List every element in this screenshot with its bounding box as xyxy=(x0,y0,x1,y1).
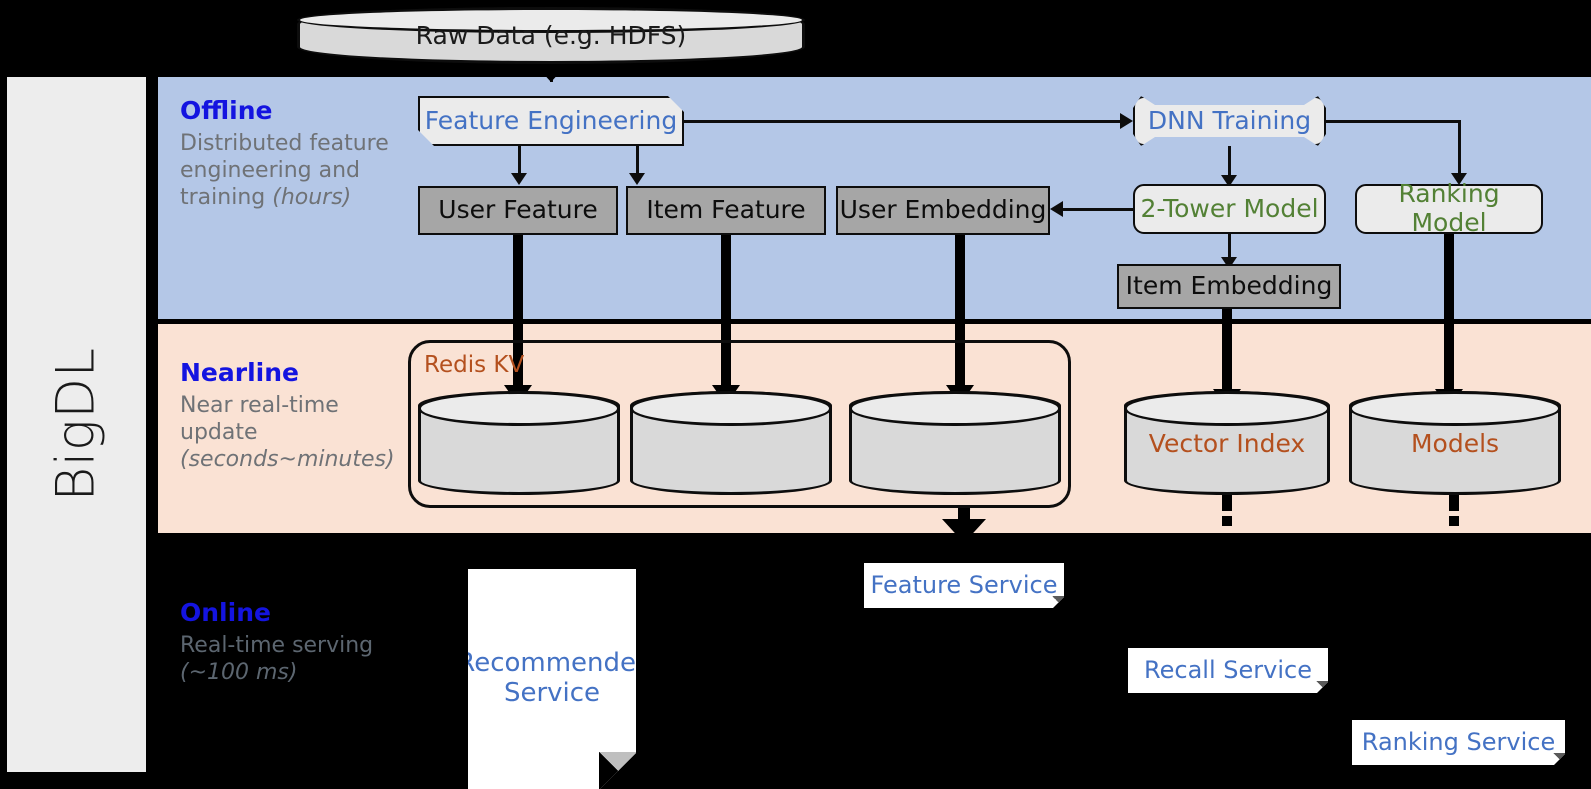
pipe-itemembedding-vectorindex xyxy=(1222,308,1232,393)
connector-dnn-ranking-v xyxy=(1458,120,1461,176)
models-cylinder[interactable]: Models xyxy=(1349,391,1561,495)
bigdl-rail: BigDL xyxy=(7,77,146,772)
arrowhead-fe-dnn xyxy=(1120,113,1133,129)
feature-engineering-box[interactable]: Feature Engineering xyxy=(418,96,684,146)
vector-index-label: Vector Index xyxy=(1148,428,1306,458)
item-feature-box[interactable]: Item Feature xyxy=(626,186,826,235)
arrowhead-fe-itemfeature xyxy=(629,173,645,185)
pipe-itemfeature-redis xyxy=(721,234,731,389)
pipe-userfeature-redis xyxy=(513,234,523,389)
offline-subtitle: Distributed feature engineering and trai… xyxy=(180,131,389,210)
pipe-userembedding-redis xyxy=(955,234,965,389)
arrowhead-fe-userfeature xyxy=(511,173,527,185)
dashed-stub-models-2 xyxy=(1449,516,1459,526)
two-tower-model-label: 2-Tower Model xyxy=(1140,193,1319,223)
user-feature-box[interactable]: User Feature xyxy=(418,186,618,235)
cylinder-top xyxy=(1349,391,1561,427)
bigdl-label: BigDL xyxy=(46,347,108,502)
connector-fe-userfeature xyxy=(518,146,521,176)
cylinder-top xyxy=(418,391,620,427)
two-tower-model-box[interactable]: 2-Tower Model xyxy=(1133,184,1326,234)
nearline-caption: Nearline Near real-time update (seconds~… xyxy=(180,358,415,473)
item-embedding-box[interactable]: Item Embedding xyxy=(1117,264,1341,309)
connector-fe-dnn xyxy=(684,120,1120,123)
online-subtitle: Real-time serving (~100 ms) xyxy=(180,633,374,685)
dashed-stub-vectorindex-2 xyxy=(1222,516,1232,526)
cylinder-top xyxy=(1124,391,1330,427)
recommender-service-box[interactable]: Recommender Service xyxy=(468,569,636,789)
page-fold-icon xyxy=(599,752,636,789)
dashed-stub-models-1 xyxy=(1449,495,1459,511)
feature-engineering-label: Feature Engineering xyxy=(424,105,678,135)
recall-service-label: Recall Service xyxy=(1144,655,1312,684)
connector-dnn-ranking-h xyxy=(1326,120,1460,123)
offline-caption: Offline Distributed feature engineering … xyxy=(180,96,395,211)
ranking-model-label: Ranking Model xyxy=(1398,179,1500,237)
item-feature-label: Item Feature xyxy=(646,195,806,225)
arrowhead-redis-featureservice xyxy=(942,519,986,543)
page-fold-icon xyxy=(1553,753,1565,765)
cylinder-top xyxy=(630,391,832,427)
page-fold-icon xyxy=(1316,681,1328,693)
raw-data-label: Raw Data (e.g. HDFS) xyxy=(415,21,687,50)
dashed-stub-vectorindex-1 xyxy=(1222,495,1232,511)
user-embedding-label: User Embedding xyxy=(839,195,1047,225)
cylinder-top xyxy=(849,391,1061,427)
connector-2tower-userembedding xyxy=(1062,208,1135,211)
online-caption: Online Real-time serving (~100 ms) xyxy=(180,598,395,687)
page-fold-icon xyxy=(1052,596,1064,608)
pipe-rankingmodel-models xyxy=(1444,234,1454,393)
arrowhead-2tower-userembedding xyxy=(1050,201,1063,217)
recall-service-box[interactable]: Recall Service xyxy=(1128,648,1328,693)
vector-index-cylinder[interactable]: Vector Index xyxy=(1124,391,1330,495)
raw-data-cylinder: Raw Data (e.g. HDFS) xyxy=(297,7,805,64)
stub-redis-featureservice xyxy=(958,508,970,522)
redis-kv-label: Redis KV xyxy=(424,352,525,378)
dnn-training-label: DNN Training xyxy=(1147,105,1312,135)
arrowhead-dnn-ranking xyxy=(1451,173,1467,185)
connector-dnn-2tower xyxy=(1228,146,1231,178)
user-feature-label: User Feature xyxy=(438,195,598,225)
online-title: Online xyxy=(180,598,271,627)
ranking-service-label: Ranking Service xyxy=(1361,727,1556,756)
cylinder-top xyxy=(297,7,805,34)
redis-kv-group xyxy=(408,340,1071,508)
nearline-title: Nearline xyxy=(180,358,299,387)
feature-service-label: Feature Service xyxy=(870,570,1058,599)
recommender-service-line2: Service xyxy=(503,678,601,708)
connector-2tower-itemembedding xyxy=(1228,234,1231,262)
ranking-service-box[interactable]: Ranking Service xyxy=(1352,720,1565,765)
recommender-service-line1: Recommender xyxy=(457,648,647,679)
nearline-subtitle: Near real-time update (seconds~minutes) xyxy=(180,393,395,472)
redis-cylinder-user-feature xyxy=(418,391,620,495)
models-label: Models xyxy=(1410,428,1500,458)
user-embedding-box[interactable]: User Embedding xyxy=(836,186,1050,235)
offline-title: Offline xyxy=(180,96,273,125)
connector-fe-itemfeature xyxy=(636,146,639,176)
ranking-model-box[interactable]: Ranking Model xyxy=(1355,179,1543,237)
feature-service-box[interactable]: Feature Service xyxy=(864,563,1064,608)
item-embedding-label: Item Embedding xyxy=(1125,271,1333,301)
redis-cylinder-item-feature xyxy=(630,391,832,495)
redis-cylinder-user-embedding xyxy=(849,391,1061,495)
